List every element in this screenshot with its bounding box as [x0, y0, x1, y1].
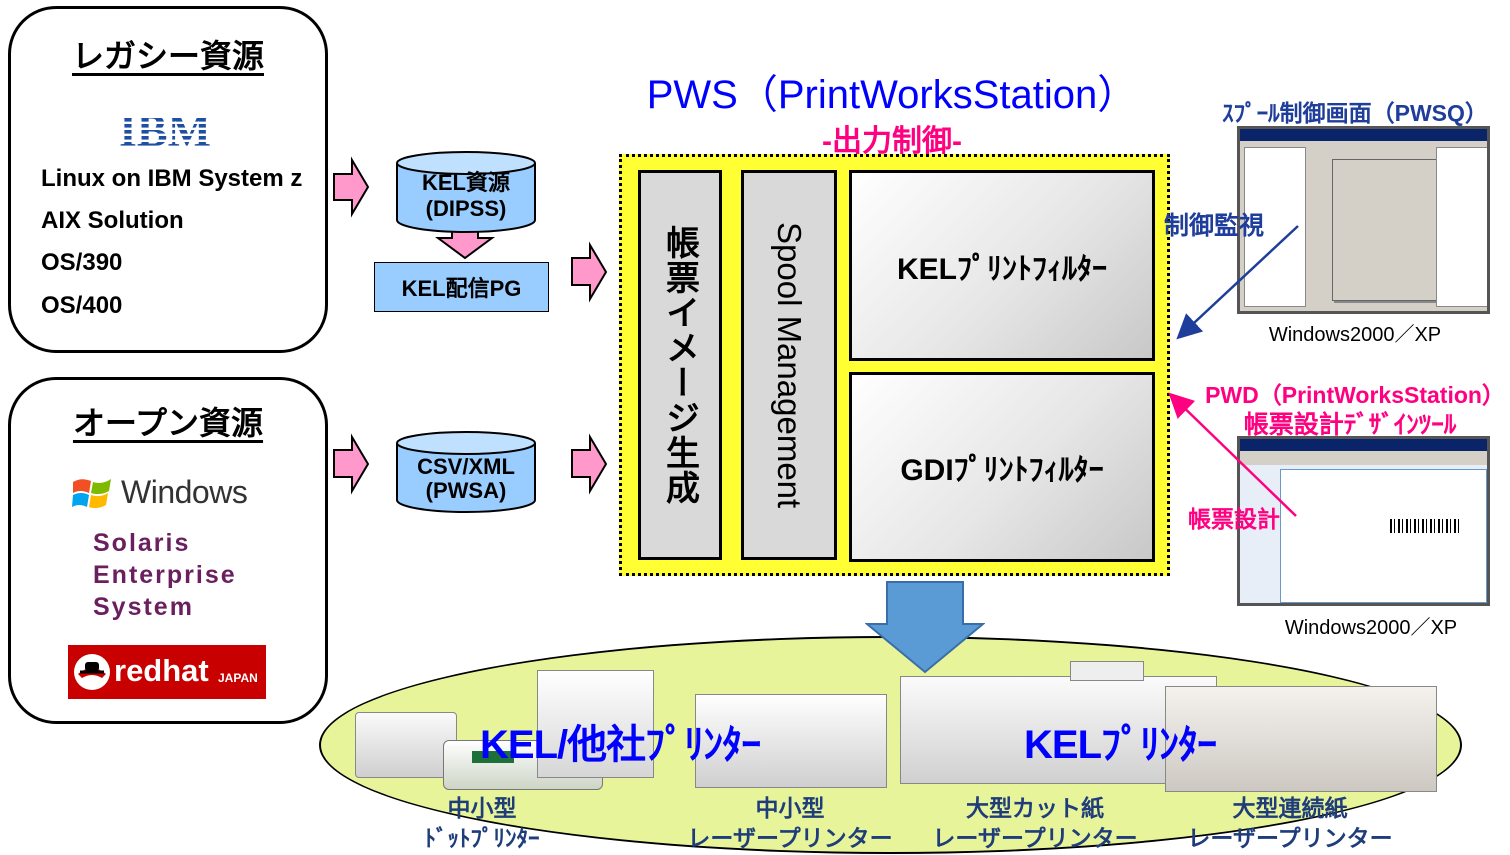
open-resources-panel: オープン資源 Windows Solaris Enterprise System…	[8, 377, 328, 724]
control-monitor-label: 制御監視	[1164, 212, 1265, 240]
kel-delivery-box: KEL配信PG	[374, 262, 549, 312]
database-icon	[396, 431, 536, 513]
kel-resource-label-2: (DIPSS)	[425, 196, 507, 221]
ibm-logo-graphic: IBM	[119, 105, 211, 156]
dot-printer-panel	[472, 751, 514, 763]
gdi-print-filter-label: GDIﾌﾟﾘﾝﾄﾌｨﾙﾀｰ	[900, 454, 1104, 487]
legacy-item-os400: OS/400	[41, 292, 123, 319]
form-design-label: 帳票設計	[1188, 506, 1280, 532]
pws-subtitle: -出力制御-	[822, 125, 962, 158]
printer-label-continuous-line1: 大型連続紙	[1232, 795, 1348, 821]
kel-resource-label-1: KEL資源	[421, 170, 510, 195]
barcode-icon	[1390, 519, 1460, 533]
legacy-resources-panel: レガシー資源 IBM Linux on IBM System z AIX Sol…	[8, 6, 328, 353]
database-icon	[396, 151, 536, 233]
solaris-line-2: Enterprise	[93, 561, 237, 589]
csv-xml-label-2: (PWSA)	[425, 478, 507, 503]
arrow-legacy-to-kel	[333, 156, 370, 218]
legacy-item-aix: AIX Solution	[41, 207, 184, 234]
large-cutsheet-top-image	[1070, 661, 1144, 681]
list-pane	[1436, 147, 1487, 307]
ibm-logo-text: IBM	[119, 106, 211, 152]
spool-management-box: Spool Management	[741, 170, 837, 560]
printer-label-cutsheet-line1: 大型カット紙	[966, 795, 1104, 821]
arrow-open-to-csv	[333, 433, 370, 495]
os-label-2: Windows2000／XP	[1284, 617, 1458, 639]
printer-label-dot-line2: ﾄﾞｯﾄﾌﾟﾘﾝﾀｰ	[424, 825, 540, 851]
kel-print-filter-box: KELﾌﾟﾘﾝﾄﾌｨﾙﾀｰ	[849, 170, 1155, 361]
printer-label-cutsheet-line2: レーザープリンター	[932, 825, 1138, 851]
arrow-csv-to-pws	[571, 433, 608, 495]
titlebar	[1240, 439, 1487, 451]
printer-group-right-label: KELﾌﾟﾘﾝﾀｰ	[1024, 723, 1217, 767]
image-generation-label: 帳票イメージ生成	[660, 225, 699, 505]
toolbar	[1240, 451, 1487, 465]
legacy-resources-title: レガシー資源	[71, 38, 264, 74]
printer-label-continuous: 大型連続紙 レーザープリンター	[1180, 793, 1400, 853]
redhat-logo-text: redhat	[114, 653, 209, 688]
solaris-line-3: System	[93, 593, 194, 621]
spool-control-screenshot	[1237, 126, 1490, 314]
pwd-design-screenshot	[1237, 436, 1490, 606]
printer-label-cutsheet: 大型カット紙 レーザープリンター	[925, 793, 1145, 853]
printer-label-small-laser-line1: 中小型	[755, 795, 825, 821]
os-label-1: Windows2000／XP	[1268, 324, 1442, 346]
csv-xml-label-1: CSV/XML	[417, 454, 515, 479]
printer-group-left-label: KEL/他社ﾌﾟﾘﾝﾀｰ	[480, 723, 761, 767]
image-generation-box: 帳票イメージ生成	[638, 170, 722, 560]
redhat-logo: redhat JAPAN	[68, 645, 266, 699]
pwd-title: PWD（PrintWorksStation）	[1205, 382, 1505, 408]
printer-label-small-laser-line2: レーザープリンター	[687, 825, 893, 851]
pws-title: PWS（PrintWorksStation）	[646, 73, 1138, 117]
ibm-logo: IBM	[108, 105, 223, 156]
control-arrow	[1176, 225, 1299, 340]
redhat-logo-sub: JAPAN	[218, 671, 258, 685]
open-resources-title: オープン資源	[72, 405, 264, 441]
solaris-line-1: Solaris	[93, 529, 191, 557]
arrow-kel-to-pws	[571, 241, 608, 303]
printer-label-continuous-line2: レーザープリンター	[1187, 825, 1393, 851]
redhat-shadowman-icon	[74, 654, 110, 690]
kel-print-filter-label: KELﾌﾟﾘﾝﾄﾌｨﾙﾀｰ	[897, 252, 1107, 286]
large-cutsheet-printer-image	[900, 676, 1217, 784]
form-canvas	[1280, 469, 1487, 603]
output-down-arrow	[865, 581, 985, 674]
titlebar	[1240, 129, 1487, 141]
csv-xml-database: CSV/XML (PWSA)	[395, 430, 537, 514]
design-arrow	[1168, 392, 1297, 517]
windows-logo-text: Windows	[121, 474, 248, 510]
windows-flag-icon	[72, 479, 111, 509]
windows-logo: Windows	[71, 472, 281, 516]
laser-printer-tall-image	[537, 670, 654, 778]
kel-resource-database: KEL資源 (DIPSS)	[395, 150, 537, 234]
printer-label-small-laser: 中小型 レーザープリンター	[685, 793, 895, 853]
legacy-item-linux: Linux on IBM System z	[41, 165, 303, 192]
large-continuous-printer-image	[1165, 686, 1437, 792]
printer-label-dot-line1: 中小型	[447, 795, 517, 821]
laser-printer-mid-image	[695, 694, 887, 788]
pwd-subtitle: 帳票設計ﾃﾞｻﾞｲﾝﾂｰﾙ	[1243, 411, 1457, 439]
printer-label-dot: 中小型 ﾄﾞｯﾄﾌﾟﾘﾝﾀｰ	[392, 793, 572, 853]
laser-printer-small-image	[355, 712, 457, 778]
legacy-item-os390: OS/390	[41, 249, 123, 276]
gdi-print-filter-box: GDIﾌﾟﾘﾝﾄﾌｨﾙﾀｰ	[849, 372, 1155, 562]
spool-management-label: Spool Management	[771, 221, 808, 509]
kel-delivery-label: KEL配信PG	[401, 276, 522, 301]
spool-screen-title: ｽﾌﾟｰﾙ制御画面（PWSQ）	[1222, 100, 1488, 126]
